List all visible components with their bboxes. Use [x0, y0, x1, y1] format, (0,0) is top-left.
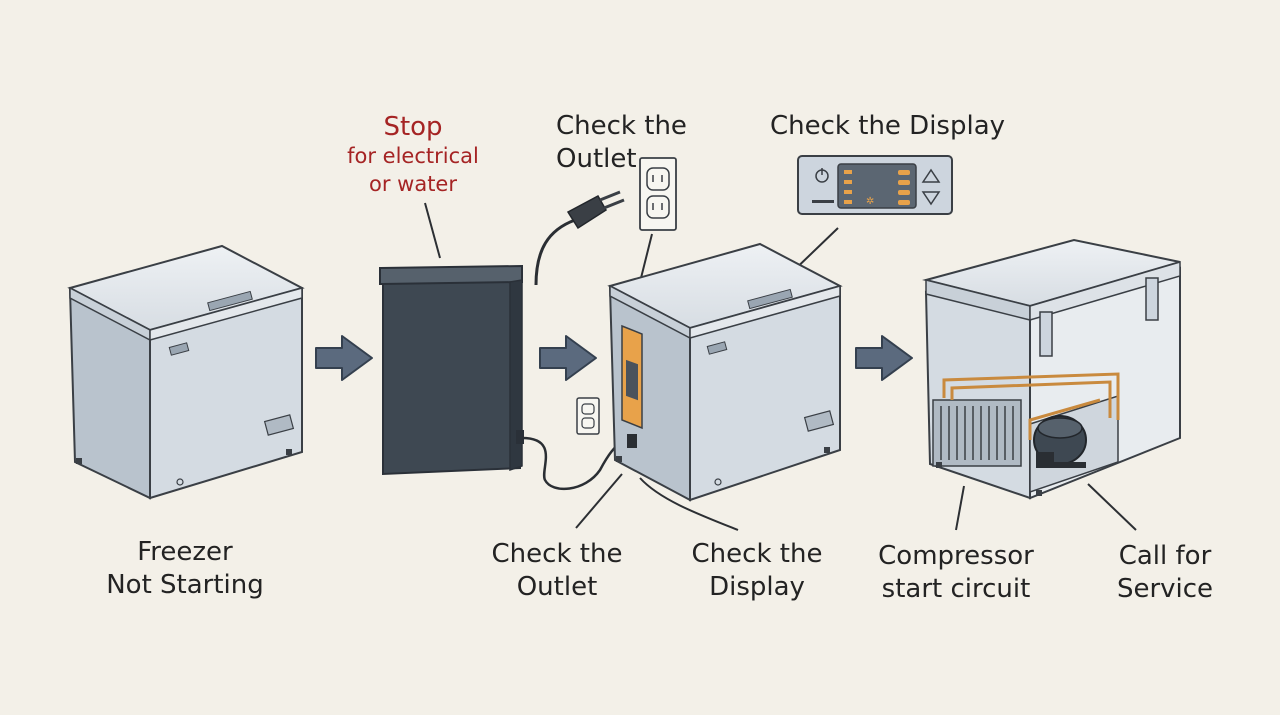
label-line: Freezer [137, 537, 233, 567]
label-stop-warning: Stop for electrical or water [333, 112, 493, 198]
control-display-panel: ✲ [797, 155, 953, 215]
right-arrow-icon [315, 335, 373, 381]
stop-line: or water [369, 172, 457, 196]
label-line: Outlet [516, 572, 598, 602]
outlet-bottom-pointer [575, 473, 623, 529]
svg-text:✲: ✲ [866, 196, 874, 207]
stopped-freezer [379, 264, 524, 476]
label-check-outlet-bottom: Check the Outlet [482, 538, 632, 604]
wall-outlet-icon [576, 397, 600, 435]
stop-title: Stop [383, 112, 443, 142]
label-line: Call for [1118, 541, 1212, 571]
right-arrow-icon [539, 335, 597, 381]
label-line: Service [1116, 574, 1214, 604]
stop-line: for electrical [347, 144, 479, 168]
compressor-icon [1033, 415, 1087, 468]
label-check-display-top: Check the Display [770, 110, 1005, 143]
label-freezer-not-starting: Freezer Not Starting [95, 536, 275, 602]
label-line: Check the [691, 539, 823, 569]
label-line: Check the [556, 111, 687, 141]
compressor-pointer [955, 485, 965, 531]
power-cord [521, 436, 626, 491]
label-line: Outlet [556, 144, 637, 174]
right-arrow-icon [855, 335, 913, 381]
display-bottom-pointer [639, 477, 739, 531]
label-compressor-circuit: Compressor start circuit [866, 540, 1046, 606]
label-call-for-service: Call for Service [1100, 540, 1230, 606]
label-line: start circuit [881, 574, 1031, 604]
label-line: Not Starting [106, 570, 264, 600]
freezer-not-starting [67, 244, 305, 500]
down-arrow-icon [921, 191, 941, 206]
service-pointer [1087, 483, 1137, 531]
wall-outlet-icon [639, 157, 677, 231]
label-line: Check the Display [770, 111, 1006, 141]
label-check-display-bottom: Check the Display [682, 538, 832, 604]
label-line: Check the [491, 539, 623, 569]
freezer-compressor-view [922, 238, 1181, 500]
plug-cord [534, 218, 576, 286]
label-line: Display [709, 572, 805, 602]
up-arrow-icon [921, 168, 941, 183]
stop-pointer [424, 202, 441, 259]
label-line: Compressor [878, 541, 1034, 571]
freezer-checked [607, 242, 843, 502]
label-check-outlet-top: Check the Outlet [556, 110, 687, 176]
power-plug-icon [566, 190, 625, 230]
